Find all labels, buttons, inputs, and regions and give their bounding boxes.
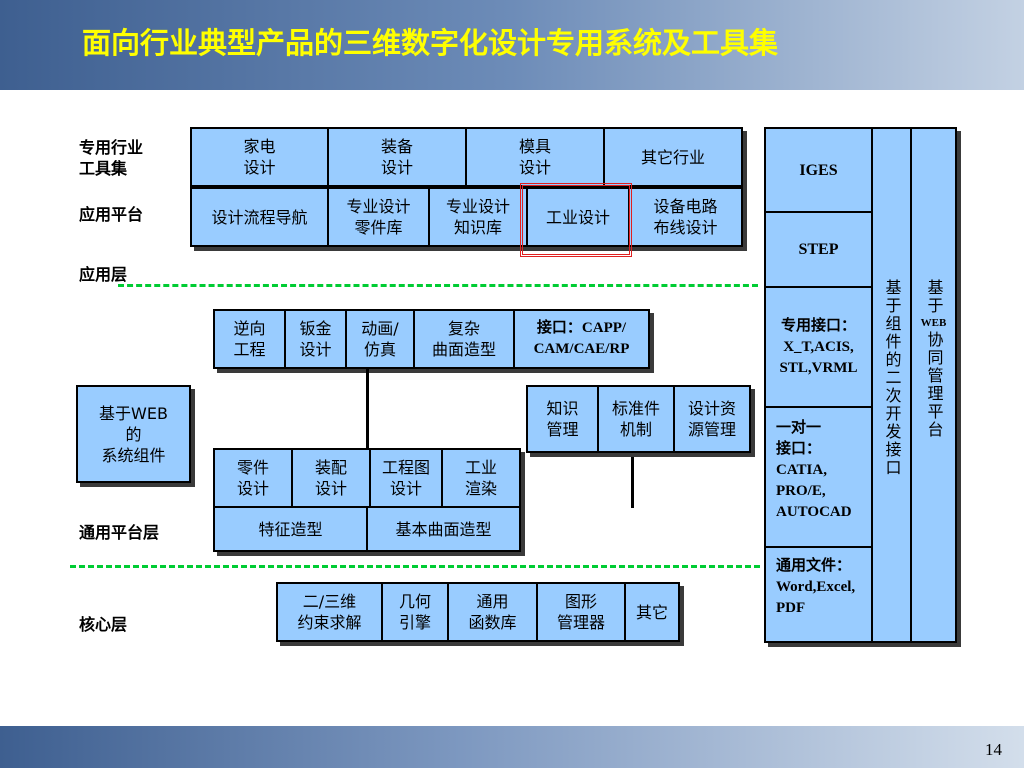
interface-dedicated: 专用接口： X_T,ACIS, STL,VRML [764,286,873,408]
label-app-platform: 应用平台 [79,205,144,224]
web-collab-prefix: 基于 [924,279,944,315]
interface-step: STEP [764,211,873,288]
reverse-engineering: 逆向 工程 [213,309,286,369]
interface-one-to-one: 一对一 接口： CATIA, PRO/E, AUTOCAD [764,406,873,548]
basic-surface-modeling: 基本曲面造型 [366,506,521,552]
industry-equipment-design: 装备 设计 [327,127,467,187]
label-general-layer: 通用平台层 [79,523,160,542]
label-industry-toolset: 专用行业 工具集 [79,138,144,178]
geometry-engine: 几何 引擎 [381,582,449,642]
platform-industrial-design: 工业设计 [526,187,630,247]
industrial-design-highlight [520,183,632,257]
label-app-layer: 应用层 [79,265,128,284]
header-bar [0,0,1024,90]
core-other: 其它 [624,582,680,642]
drawing-design: 工程图 设计 [369,448,443,508]
general-function-library: 通用 函数库 [447,582,538,642]
web-system-component: 基于WEB 的 系统组件 [76,385,191,483]
industry-other: 其它行业 [603,127,743,187]
platform-part-library: 专业设计 零件库 [327,187,430,247]
platform-knowledge-base: 专业设计 知识库 [428,187,528,247]
industry-appliance-design: 家电 设计 [190,127,329,187]
standard-part-mechanism: 标准件 机制 [597,385,675,453]
web-collab-suffix: 协同管理平台 [924,331,944,439]
web-collab-web: WEB [920,317,947,329]
interface-capp-cam-cae-rp: 接口：CAPP/ CAM/CAE/RP [513,309,650,369]
part-design: 零件 设计 [213,448,293,508]
assembly-design: 装配 设计 [291,448,371,508]
industry-mold-design: 模具 设计 [465,127,605,187]
footer-bar [0,726,1024,768]
knowledge-management: 知识 管理 [526,385,599,453]
secondary-development-interface: 基于组件的二次开发接口 [871,127,912,643]
app-layer-separator [118,284,758,287]
animation-simulation: 动画/ 仿真 [345,309,415,369]
interface-general-file: 通用文件： Word,Excel, PDF [764,546,873,643]
page-number: 14 [985,740,1002,759]
connector-top-to-part [366,369,369,448]
web-collaboration-platform: 基于 WEB 协同管理平台 [910,127,957,643]
complex-surface-modeling: 复杂 曲面造型 [413,309,515,369]
feature-modeling: 特征造型 [213,506,368,552]
label-core-layer: 核心层 [79,615,128,634]
connector-knowledge-to-modeling [631,452,634,508]
general-layer-separator [70,565,760,568]
platform-design-flow-navigation: 设计流程导航 [190,187,329,247]
interface-iges: IGES [764,127,873,213]
secondary-development-text: 基于组件的二次开发接口 [882,279,902,477]
platform-circuit-wiring-design: 设备电路 布线设计 [628,187,743,247]
graphics-manager: 图形 管理器 [536,582,626,642]
industrial-rendering: 工业 渲染 [441,448,521,508]
sheet-metal-design: 钣金 设计 [284,309,347,369]
design-resource-management: 设计资 源管理 [673,385,751,453]
constraint-solving: 二/三维 约束求解 [276,582,383,642]
slide-title: 面向行业典型产品的三维数字化设计专用系统及工具集 [82,26,779,60]
